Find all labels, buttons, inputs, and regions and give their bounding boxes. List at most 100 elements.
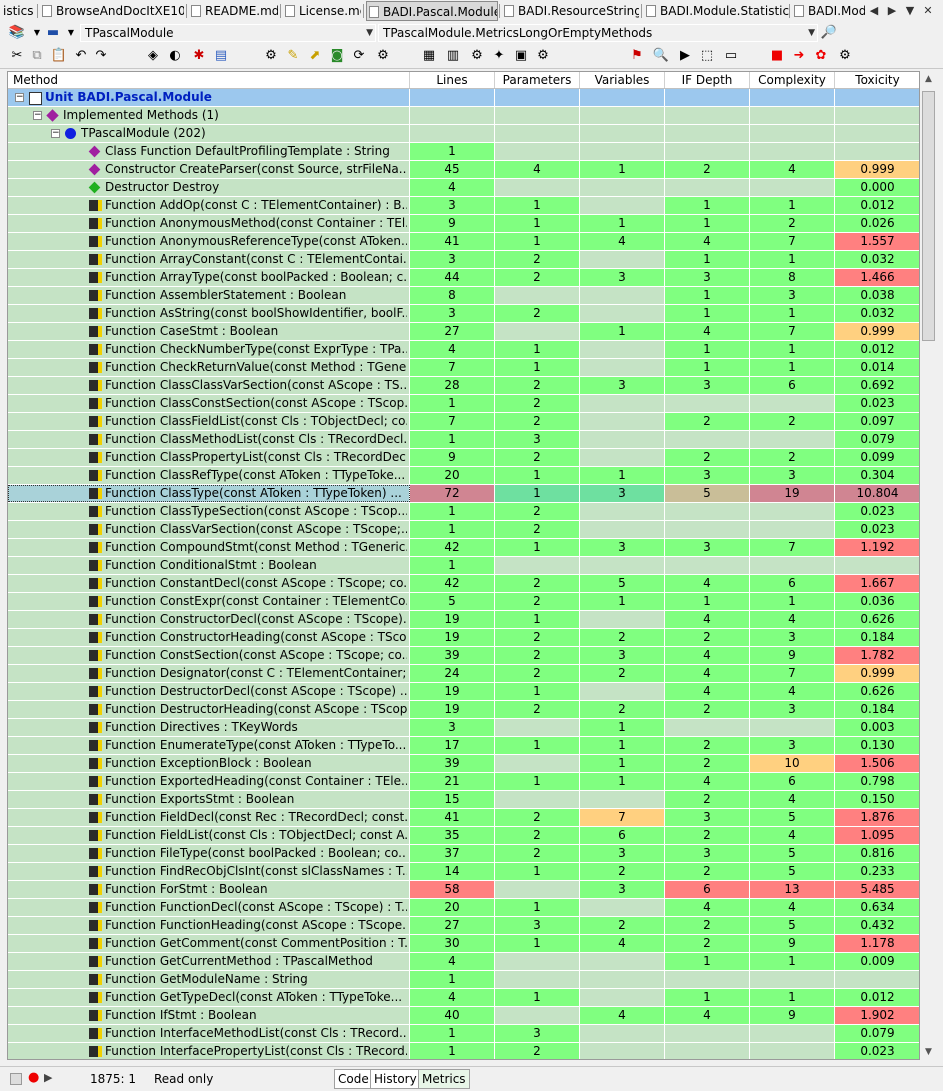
undo-icon[interactable]: ↶ [75, 48, 87, 63]
method-row[interactable]: Function FileType(const boolPacked : Boo… [8, 845, 919, 863]
tab-istics[interactable]: istics [0, 1, 36, 21]
column-header-complexity[interactable]: Complexity [750, 72, 835, 88]
method-row[interactable]: Function Designator(const C : TElementCo… [8, 665, 919, 683]
scroll-down-icon[interactable]: ▼ [925, 1047, 932, 1057]
document-icon[interactable]: ▤ [214, 48, 228, 63]
form-icon[interactable]: ▬ [46, 25, 60, 40]
method-row[interactable]: Function InterfacePropertyList(const Cls… [8, 1043, 919, 1059]
scroll-up-icon[interactable]: ▲ [925, 74, 932, 84]
search-icon[interactable]: 🔍 [652, 48, 670, 63]
method-row[interactable]: Function ClassTypeSection(const AScope :… [8, 503, 919, 521]
chevron-down-icon[interactable]: ▼ [366, 28, 373, 38]
settings-icon[interactable]: ⚙ [377, 48, 389, 63]
profile-icon[interactable]: ◙ [330, 48, 344, 63]
tree-collapse-icon[interactable]: − [15, 92, 24, 102]
options-icon[interactable]: ⚙ [839, 48, 851, 63]
method-combo[interactable]: TPascalModule.MetricsLongOrEmptyMethods … [378, 24, 818, 42]
method-row[interactable]: Function AnonymousMethod(const Container… [8, 215, 919, 233]
method-row[interactable]: Function FunctionDecl(const AScope : TSc… [8, 899, 919, 917]
step-icon[interactable]: ▶ [680, 48, 690, 63]
forward-icon[interactable]: ➜ [793, 48, 805, 63]
tab-license-md[interactable]: License.md [283, 1, 361, 21]
method-row[interactable]: Function CheckReturnValue(const Method :… [8, 359, 919, 377]
method-row[interactable]: Function ArrayConstant(const C : TElemen… [8, 251, 919, 269]
macro-record-icon[interactable]: ● [28, 1070, 40, 1085]
tag-icon[interactable]: ✦ [493, 48, 505, 63]
tab-list-icon[interactable]: ▼ [905, 4, 915, 17]
column-header-method[interactable]: Method [8, 72, 410, 88]
dropdown-arrow-icon[interactable]: ▼ [67, 28, 75, 37]
group-row[interactable]: −Implemented Methods (1) [8, 107, 919, 125]
view-tab-metrics[interactable]: Metrics [418, 1069, 470, 1089]
column-header-if-depth[interactable]: IF Depth [665, 72, 750, 88]
method-row[interactable]: Function InterfaceMethodList(const Cls :… [8, 1025, 919, 1043]
class-row[interactable]: −TPascalModule (202) [8, 125, 919, 143]
frame-icon[interactable]: ⬚ [700, 48, 714, 63]
method-row[interactable]: Function ClassConstSection(const AScope … [8, 395, 919, 413]
method-row[interactable]: Function GetCurrentMethod : TPascalMetho… [8, 953, 919, 971]
method-row[interactable]: Function AnonymousReferenceType(const AT… [8, 233, 919, 251]
stop-icon[interactable]: ■ [770, 48, 784, 63]
editor-icon[interactable]: ▣ [514, 48, 528, 63]
gear-icon[interactable]: ✿ [815, 48, 827, 63]
method-row[interactable]: Function CompoundStmt(const Method : TGe… [8, 539, 919, 557]
tab-badi-module-statistics[interactable]: BADI.Module.Statistics [644, 1, 789, 21]
settings-icon[interactable]: ⚙ [537, 48, 549, 63]
export-icon[interactable]: ⬈ [309, 48, 321, 63]
method-row[interactable]: Function ClassRefType(const AToken : TTy… [8, 467, 919, 485]
method-row[interactable]: Function ClassClassVarSection(const ASco… [8, 377, 919, 395]
method-row[interactable]: Function EnumerateType(const AToken : TT… [8, 737, 919, 755]
method-row[interactable]: Function ConstructorHeading(const AScope… [8, 629, 919, 647]
checks-icon[interactable]: ⚙ [265, 48, 277, 63]
method-row[interactable]: Function ConstructorDecl(const AScope : … [8, 611, 919, 629]
method-row[interactable]: Function ExportedHeading(const Container… [8, 773, 919, 791]
method-row[interactable]: Function ClassType(const AToken : TTypeT… [8, 485, 919, 503]
method-row[interactable]: Function ConstantDecl(const AScope : TSc… [8, 575, 919, 593]
column-header-toxicity[interactable]: Toxicity [835, 72, 919, 88]
method-row[interactable]: Function GetTypeDecl(const AToken : TTyp… [8, 989, 919, 1007]
metrics-icon[interactable]: ▥ [446, 48, 460, 63]
window-icon[interactable]: ▭ [724, 48, 738, 63]
method-row[interactable]: Function ArrayType(const boolPacked : Bo… [8, 269, 919, 287]
method-row[interactable]: Function ClassVarSection(const AScope : … [8, 521, 919, 539]
method-row[interactable]: Function DestructorDecl(const AScope : T… [8, 683, 919, 701]
search-icon[interactable]: 🔎 [820, 25, 838, 40]
redo-icon[interactable]: ↷ [95, 48, 107, 63]
vertical-scrollbar[interactable]: ▲ ▼ [920, 71, 937, 1060]
tab-badi-mod[interactable]: BADI.Mod [792, 1, 865, 21]
refresh-icon[interactable]: ⟳ [353, 48, 365, 63]
tab-scroll-left-icon[interactable]: ◀ [869, 4, 879, 17]
method-row[interactable]: Function CheckNumberType(const ExprType … [8, 341, 919, 359]
layers-icon[interactable]: ◈ [148, 48, 158, 63]
column-header-parameters[interactable]: Parameters [495, 72, 580, 88]
method-row[interactable]: Function ClassMethodList(const Cls : TRe… [8, 431, 919, 449]
debug-icon[interactable]: ✱ [193, 48, 205, 63]
dropdown-arrow-icon[interactable]: ▼ [33, 28, 41, 37]
method-row[interactable]: Function FindRecObjClsInt(const slClassN… [8, 863, 919, 881]
method-row[interactable]: Function ClassPropertyList(const Cls : T… [8, 449, 919, 467]
class-combo[interactable]: TPascalModule ▼ [80, 24, 376, 42]
tab-readme-md[interactable]: README.md [189, 1, 278, 21]
column-header-lines[interactable]: Lines [410, 72, 495, 88]
chevron-down-icon[interactable]: ▼ [808, 28, 815, 38]
documentation-icon[interactable]: ✎ [287, 48, 299, 63]
method-row[interactable]: Function ClassFieldList(const Cls : TObj… [8, 413, 919, 431]
method-row[interactable]: Function ConstExpr(const Container : TEl… [8, 593, 919, 611]
method-row[interactable]: Function ConstSection(const AScope : TSc… [8, 647, 919, 665]
grid-icon[interactable]: ▦ [422, 48, 436, 63]
method-row[interactable]: Function FunctionHeading(const AScope : … [8, 917, 919, 935]
flag-icon[interactable]: ⚑ [631, 48, 643, 63]
macro-play-icon[interactable]: ▶ [44, 1071, 53, 1084]
method-row[interactable]: Function AddOp(const C : TElementContain… [8, 197, 919, 215]
view-tab-code[interactable]: Code [334, 1069, 373, 1089]
method-row[interactable]: Function FieldList(const Cls : TObjectDe… [8, 827, 919, 845]
